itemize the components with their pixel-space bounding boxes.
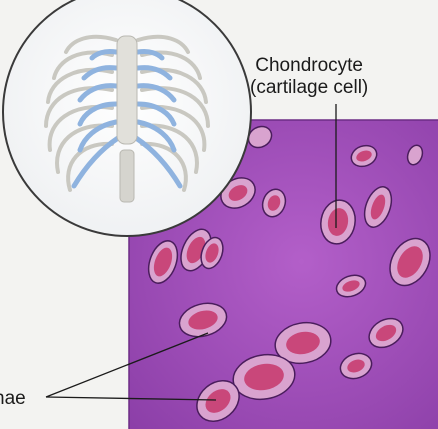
chondrocyte-label: Chondrocyte (cartilage cell): [250, 55, 368, 99]
spine: [120, 150, 134, 202]
chondrocyte-label-line1: Chondrocyte: [250, 55, 368, 77]
chondrocyte-label-line2: (cartilage cell): [250, 77, 368, 99]
sternum: [117, 36, 137, 144]
lacunae-label: nae: [0, 388, 26, 410]
rib-cage-inset: [3, 0, 251, 236]
